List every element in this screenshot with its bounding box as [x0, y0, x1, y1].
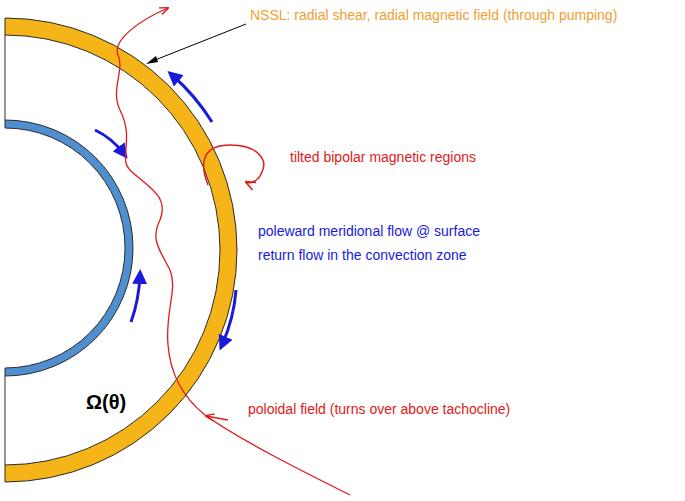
flow-label: poleward meridional flow @ surface — [258, 222, 480, 240]
flow-label: return flow in the convection zone — [258, 246, 467, 264]
bipolar-loop — [204, 145, 264, 185]
flow-arrow — [131, 275, 140, 322]
flow-arrow — [222, 290, 236, 345]
field-label: poloidal field (turns over above tachocl… — [248, 400, 510, 418]
flow-arrow — [172, 75, 212, 122]
leader-line — [150, 24, 246, 62]
nssl-label: NSSL: radial shear, radial magnetic fiel… — [250, 6, 617, 24]
bipolar-label: tilted bipolar magnetic regions — [290, 148, 476, 166]
flow-arrow — [95, 130, 124, 154]
omega-label: Ω(θ) — [86, 390, 126, 414]
tachocline-band — [5, 120, 133, 376]
